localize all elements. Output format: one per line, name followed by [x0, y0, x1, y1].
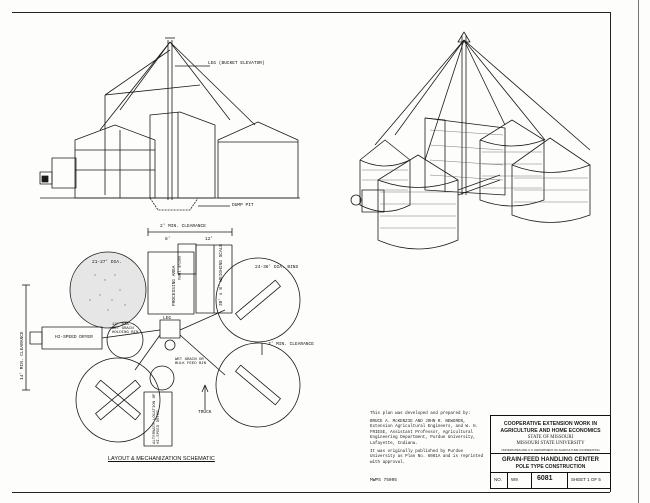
credits-authors: BRUCE A. McKENZIE AND JOHN R. NEWGREN, E… [370, 419, 479, 446]
cell-divider-3 [567, 472, 568, 488]
org-line-1: COOPERATIVE EXTENSION WORK IN [503, 421, 598, 427]
cell-divider-1 [507, 472, 508, 488]
cooperating-line: UNIVERSITIES AND U.S. DEPARTMENT OF AGRI… [501, 448, 600, 452]
no-value: W9 [511, 477, 518, 482]
alternate-dryer-label: ALTERNATE LOCATION OF HI-SPEED DRYER [153, 393, 161, 444]
credits-block: This plan was developed and prepared by:… [370, 412, 490, 468]
plan-number: 6081 [537, 475, 553, 482]
wet-grain-label: 12' DIA. WET GRAIN HOLDING BIN [112, 323, 139, 335]
cell-divider-2 [531, 472, 532, 488]
large-bin-label: 24-36' DIA. BINS [255, 265, 299, 270]
plan-view [22, 228, 301, 447]
sheet-number: SHEET 1 OF 5 [571, 477, 601, 482]
credits-note: It was originally published by Purdue Un… [370, 449, 484, 465]
elevation-view [39, 37, 300, 211]
right-border [610, 12, 611, 492]
dryer-label: HI-SPEED DRYER [55, 335, 93, 340]
truck-label: TRUCK [198, 410, 212, 415]
clearance-top-label: 2' MIN. CLEARANCE [160, 224, 206, 229]
plan-title: GRAIN-FEED HANDLING CENTER [502, 457, 599, 463]
state-line: STATE OF MISSOURI [527, 435, 574, 440]
plan-subtitle: POLE TYPE CONSTRUCTION [515, 464, 586, 470]
leg-small-label: LEG [163, 316, 172, 321]
bottom-border [12, 492, 610, 493]
bin-dot-pattern [89, 274, 126, 311]
number-divider [491, 472, 610, 473]
org-line-2: AGRICULTURE AND HOME ECONOMICS [500, 428, 601, 434]
clearance-left-label: 14' MIN. CLEARANCE [20, 331, 25, 380]
isometric-view [350, 31, 591, 250]
leg-label: LEG (BUCKET ELEVATOR) [208, 61, 265, 66]
credits-intro: This plan was developed and prepared by: [370, 412, 471, 416]
title-block: COOPERATIVE EXTENSION WORK IN AGRICULTUR… [490, 415, 611, 489]
dim-12-label: 12' [205, 237, 214, 242]
bin-siding-hatch [362, 129, 588, 229]
clearance-right-label: 3' MIN. CLEARANCE [268, 342, 314, 347]
university-line: MISSOURI STATE UNIVERSITY [516, 441, 585, 446]
title-divider [491, 453, 610, 454]
feed-bin-label: WET GRAIN OR BULK FEED BIN [175, 358, 207, 366]
plan-code: MWPS 75095 [370, 478, 398, 483]
no-label: NO. [494, 477, 503, 482]
dim-8-label: 8' [165, 237, 171, 242]
small-bin-label: 21-27' DIA. [92, 260, 122, 265]
processing-area-label: PROCESSING AREA [172, 265, 177, 306]
page-edge-right [638, 0, 639, 503]
top-border [12, 12, 610, 13]
dump-pit-label: DUMP PIT [232, 203, 254, 208]
weighing-scale-label: 30' x 8' WEIGHING SCALE [219, 243, 224, 306]
schematic-title: LAYOUT & MECHANIZATION SCHEMATIC [108, 456, 215, 462]
